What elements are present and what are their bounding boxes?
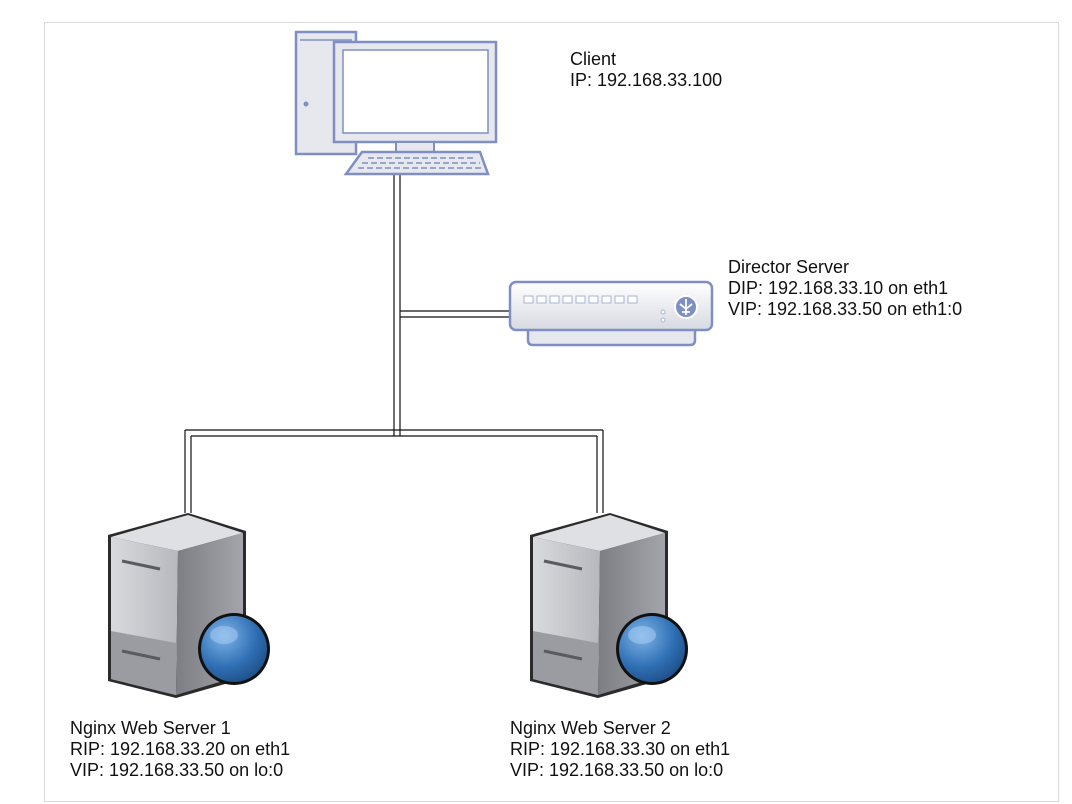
director-dip: DIP: 192.168.33.10 on eth1 [728, 278, 949, 298]
client-ip: IP: 192.168.33.100 [570, 70, 723, 90]
web-server-2-rip: RIP: 192.168.33.30 on eth1 [510, 739, 731, 759]
web-server-2-vip: VIP: 192.168.33.50 on lo:0 [510, 760, 724, 780]
desktop-computer-icon [294, 30, 498, 176]
director-name: Director Server [728, 257, 850, 277]
web-server-2-label: Nginx Web Server 2 RIP: 192.168.33.30 on… [510, 718, 730, 781]
diagram-frame [44, 22, 1059, 802]
client-label: Client IP: 192.168.33.100 [570, 49, 722, 91]
web-server-2-name: Nginx Web Server 2 [510, 718, 671, 738]
network-switch-icon [508, 280, 714, 347]
client-name: Client [570, 49, 617, 69]
web-server-1-vip: VIP: 192.168.33.50 on lo:0 [70, 760, 284, 780]
director-vip: VIP: 192.168.33.50 on eth1:0 [728, 299, 963, 319]
web-server-icon [108, 513, 270, 698]
web-server-1-rip: RIP: 192.168.33.20 on eth1 [70, 739, 291, 759]
web-server-1-label: Nginx Web Server 1 RIP: 192.168.33.20 on… [70, 718, 290, 781]
director-label: Director Server DIP: 192.168.33.10 on et… [728, 257, 962, 320]
web-server-icon [530, 513, 688, 698]
network-cables [184, 175, 604, 513]
web-server-1-name: Nginx Web Server 1 [70, 718, 231, 738]
